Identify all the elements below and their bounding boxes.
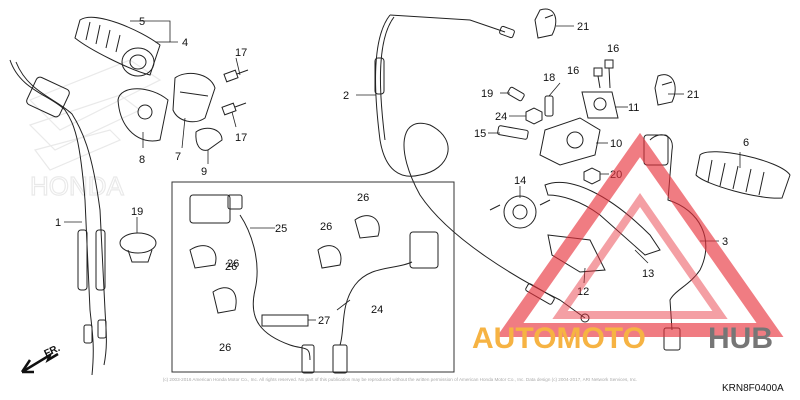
callout-1: 1 <box>55 217 61 229</box>
callout-26-d: 26 <box>219 342 231 354</box>
clutch-lever-bracket <box>539 117 601 166</box>
wire-band <box>261 314 309 327</box>
front-arrow-label: FR. <box>43 343 62 360</box>
callout-7: 7 <box>175 151 181 163</box>
cable-clamp <box>119 232 157 263</box>
throttle-housing <box>117 88 169 142</box>
left-grip <box>695 151 791 199</box>
callout-26-a: 26 <box>357 192 369 204</box>
callout-9: 9 <box>201 166 207 178</box>
wire-clip-4 <box>354 215 380 239</box>
leader-lines <box>64 20 741 321</box>
callout-4: 4 <box>182 37 188 49</box>
automotohub-watermark: AUTOMOTO HUB <box>472 132 784 355</box>
watermark-part2: HUB <box>708 322 773 355</box>
callout-17-upper: 17 <box>235 47 247 59</box>
sub-harness <box>332 231 439 374</box>
throttle-cables <box>9 59 107 376</box>
bolt-15 <box>497 125 529 140</box>
cable-cover <box>195 127 223 151</box>
copyright-text: (c) 2003-2016 American Honda Motor Co., … <box>163 377 637 382</box>
inset-box <box>171 181 455 373</box>
nut-20 <box>583 167 601 185</box>
clutch-lever <box>544 181 661 273</box>
callout-15: 15 <box>474 128 486 140</box>
watermark-part1: AUTOMOTO <box>472 322 646 355</box>
callout-19: 19 <box>481 88 493 100</box>
throttle-grip <box>74 16 161 77</box>
callout-16-right: 16 <box>607 43 619 55</box>
clutch-cable <box>374 14 590 323</box>
callout-2: 2 <box>343 90 349 102</box>
cable-clip-lower <box>654 74 676 106</box>
switch-harness <box>189 194 315 374</box>
cable-clip-upper <box>534 8 557 39</box>
callout-13: 13 <box>642 268 654 280</box>
honda-wing-logo: HONDA <box>28 59 162 202</box>
callouts: 5 4 17 17 8 7 9 1 19 2 21 21 16 16 18 19… <box>55 16 749 354</box>
callout-26-e: 26 <box>225 261 237 273</box>
wire-clip-3 <box>317 245 342 269</box>
callout-21-upper: 21 <box>577 21 589 33</box>
callout-11: 11 <box>628 102 639 114</box>
screw-16 <box>593 59 614 89</box>
callout-8: 8 <box>139 154 145 166</box>
nut-23 <box>525 107 543 125</box>
callout-6: 6 <box>743 137 749 149</box>
hot-start-adjuster <box>489 195 551 229</box>
callout-5: 5 <box>139 16 145 28</box>
callout-26-b: 26 <box>320 221 332 233</box>
bolt-17-lower <box>221 102 247 116</box>
clutch-lever-holder <box>581 91 619 119</box>
housing-cover <box>172 72 216 123</box>
diagram-code: KRN8F0400A <box>722 383 784 394</box>
callout-12: 12 <box>577 286 589 298</box>
callout-25: 25 <box>275 223 287 235</box>
front-arrow: FR. <box>20 343 62 374</box>
callout-14: 14 <box>514 175 526 187</box>
bolt-19 <box>507 86 525 102</box>
callout-21-lower: 21 <box>687 89 699 101</box>
wire-clip-2 <box>212 287 237 314</box>
callout-16-left: 16 <box>567 65 579 77</box>
honda-logo-text: HONDA <box>30 171 125 201</box>
callout-23: 24 <box>495 111 507 123</box>
callout-10: 10 <box>610 138 622 150</box>
callout-17-lower: 17 <box>235 132 247 144</box>
callout-27: 27 <box>318 315 330 327</box>
callout-18: 18 <box>543 72 555 84</box>
bolt-17-upper <box>223 69 249 83</box>
callout-24: 24 <box>371 304 383 316</box>
wire-clip-1 <box>189 245 217 269</box>
callout-26-c: 26 <box>227 258 239 270</box>
callout-22: 19 <box>131 206 143 218</box>
bolt-18 <box>544 95 554 117</box>
callout-3: 3 <box>722 236 728 248</box>
